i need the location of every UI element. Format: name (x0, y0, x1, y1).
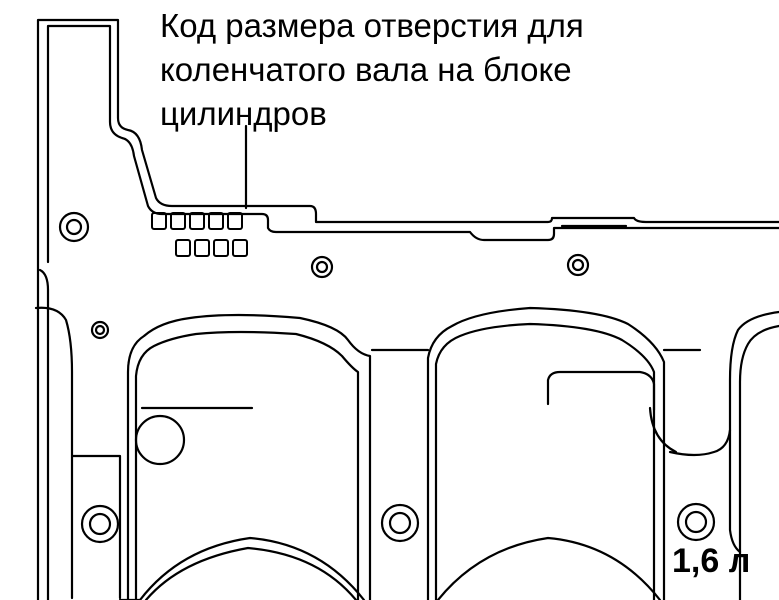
code-mark-square (194, 239, 210, 257)
journal-arc-2 (436, 536, 662, 600)
caption-line-2: коленчатого вала на блоке (160, 51, 572, 88)
bore-size-code-marks (151, 212, 248, 257)
journal-cutout-2 (426, 306, 666, 600)
block-outer-contour (36, 18, 779, 600)
left-flange (34, 306, 122, 600)
code-mark-square (175, 239, 191, 257)
journal-edge-3 (728, 428, 742, 554)
block-inner-contour (38, 24, 779, 600)
bolt-hole-5 (80, 504, 120, 544)
bolt-hole-1 (58, 211, 90, 243)
bolt-hole-4 (90, 320, 110, 340)
journal-cutout-3 (668, 310, 779, 457)
journal-arc-1-outer (138, 536, 366, 600)
code-mark-square (227, 212, 243, 230)
code-mark-square (213, 239, 229, 257)
journal-cutout-1-inner (134, 330, 360, 600)
code-mark-square (232, 239, 248, 257)
bolt-hole-6 (380, 503, 420, 543)
bolt-hole-2 (310, 255, 334, 279)
gallery-curve (648, 406, 678, 454)
journal-cutout-1 (126, 313, 372, 600)
bolt-hole-3 (566, 253, 590, 277)
code-mark-square (208, 212, 224, 230)
code-mark-square (170, 212, 186, 230)
code-mark-square (189, 212, 205, 230)
bolt-hole-7 (676, 502, 716, 542)
caption: Код размера отверстия для коленчатого ва… (160, 4, 760, 136)
code-mark-square (151, 212, 167, 230)
oil-gallery-loop (546, 370, 656, 412)
caption-line-1: Код размера отверстия для (160, 7, 584, 44)
journal-cutout-2-inner (434, 322, 656, 600)
oil-hole (134, 414, 186, 466)
journal-arc-1 (144, 546, 358, 600)
engine-volume-label: 1,6 л (672, 542, 751, 580)
journal-cutout-3-inner (738, 324, 779, 600)
caption-line-3: цилиндров (160, 95, 327, 132)
